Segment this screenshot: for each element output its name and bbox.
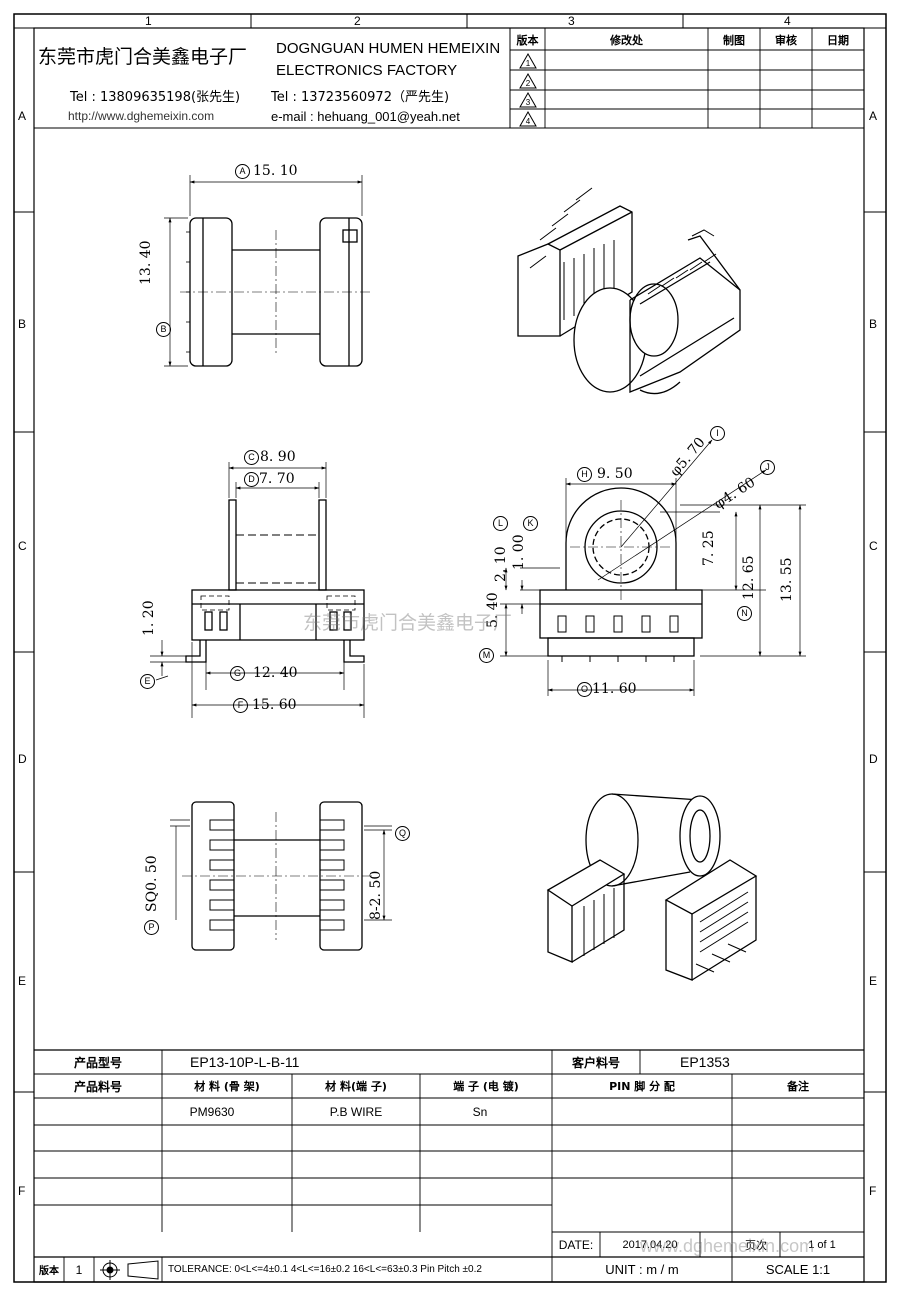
row-label-c: C — [18, 539, 27, 553]
col-label-2: 2 — [354, 14, 361, 28]
dim-marker-o: O — [577, 682, 592, 697]
page-value: 1 of 1 — [808, 1238, 836, 1251]
dim-h-value: 9. 50 — [597, 466, 633, 482]
isometric-view-top — [517, 187, 741, 395]
isometric-view-bottom — [546, 793, 758, 981]
plating-value: Sn — [472, 1104, 488, 1119]
col-label-3: 3 — [568, 14, 575, 28]
email: e-mail : hehuang_001@yeah.net — [271, 109, 460, 124]
col-material-pin: 材 料(端 子) — [325, 1080, 387, 1093]
company-name-en-1: DOGNGUAN HUMEN HEMEIXIN — [276, 40, 501, 57]
row-label-b-right: B — [869, 317, 878, 331]
dim-q-value: 8-2. 50 — [368, 870, 384, 920]
rev-number-2: 2 — [525, 78, 531, 88]
dim-marker-k: K — [523, 516, 538, 531]
col-remark: 备注 — [787, 1080, 809, 1093]
unit-text: UNIT : m / m — [605, 1262, 679, 1277]
col-pin-assign: PIN 脚 分 配 — [609, 1080, 675, 1093]
tolerance-text: TOLERANCE: 0<L<=4±0.1 4<L<=16±0.2 16<L<=… — [168, 1264, 482, 1275]
dim-f-value: 15. 60 — [252, 697, 297, 713]
dim-n-value: 12. 65 — [741, 555, 757, 600]
watermark-url: www.dghemeixin.com — [640, 1236, 815, 1256]
customer-pn-label: 客户料号 — [571, 1055, 620, 1070]
dim-marker-e: E — [140, 674, 155, 689]
dim-c-value: 8. 90 — [260, 449, 296, 465]
footer-version-label: 版本 — [39, 1266, 59, 1277]
dim-marker-l: L — [493, 516, 508, 531]
rev-header-check: 审核 — [775, 33, 797, 47]
row-label-d-right: D — [869, 752, 878, 766]
dim-marker-p: P — [144, 920, 159, 935]
row-label-c-right: C — [869, 539, 878, 553]
row-label-e: E — [18, 974, 27, 988]
dim-marker-m: M — [479, 648, 494, 663]
date-value: 2017.04.20 — [622, 1238, 678, 1251]
dim-e-value: 1. 20 — [141, 600, 157, 636]
dim-a-value: 15. 10 — [253, 163, 298, 179]
dim-b-value: 13. 40 — [138, 240, 154, 285]
date-label: DATE: — [558, 1237, 594, 1252]
technical-drawings — [150, 175, 806, 981]
row-label-e-right: E — [869, 974, 878, 988]
rev-header-version: 版本 — [516, 33, 539, 47]
col-plating: 端 子 (电 镀) — [453, 1080, 519, 1093]
company-name-cn: 东莞市虎门合美鑫电子厂 — [38, 46, 248, 68]
rev-number-1: 1 — [525, 58, 531, 68]
watermark-text: 东莞市虎门合美鑫电子厂 — [303, 612, 513, 634]
dim-o-value: 11. 60 — [592, 681, 637, 697]
dim-l-value: 2. 10 — [493, 546, 509, 582]
projection-symbol — [100, 1260, 159, 1280]
tel-1: Tel : 13809635198(张先生) — [70, 90, 241, 105]
page-label: 页次 — [745, 1238, 767, 1252]
product-model-value: EP13-10P-L-B-11 — [190, 1054, 300, 1070]
dim-marker-f: F — [233, 698, 248, 713]
dim-k-value: 1. 00 — [511, 534, 527, 570]
material-pin-value: P.B WIRE — [329, 1104, 383, 1119]
top-view — [164, 175, 372, 367]
row-label-f: F — [18, 1184, 26, 1198]
rev-number-3: 3 — [525, 97, 531, 107]
tel-2: Tel : 13723560972（严先生) — [271, 90, 450, 105]
side-view — [500, 439, 806, 696]
material-bobbin-value: PM9630 — [189, 1104, 235, 1119]
rev-number-4: 4 — [525, 116, 531, 126]
dim-marker-c: C — [244, 450, 259, 465]
customer-pn-value: EP1353 — [680, 1054, 730, 1070]
website: http://www.dghemeixin.com — [68, 109, 215, 123]
row-label-d: D — [18, 752, 27, 766]
row-label-a-right: A — [869, 109, 878, 123]
scale-text: SCALE 1:1 — [765, 1262, 831, 1277]
dim-marker-b: B — [156, 322, 171, 337]
col-material-bobbin: 材 料 (骨 架) — [194, 1080, 260, 1093]
col-label-4: 4 — [784, 14, 791, 28]
row-label-a: A — [18, 109, 27, 123]
dim-marker-g: G — [230, 666, 245, 681]
product-pn-label: 产品料号 — [73, 1079, 122, 1094]
rev-header-drawn: 制图 — [723, 33, 745, 47]
row-label-b: B — [18, 317, 27, 331]
dim-marker-i: I — [710, 426, 725, 441]
dim-p-value: SQ0. 50 — [144, 855, 160, 912]
footer-version-value: 1 — [75, 1262, 83, 1277]
dim-d-value: 7. 70 — [259, 471, 295, 487]
rev-header-change: 修改处 — [610, 33, 643, 47]
dim-marker-d: D — [244, 472, 259, 487]
bottom-view — [170, 801, 392, 951]
dim-marker-a: A — [235, 164, 250, 179]
rev-header-date: 日期 — [827, 33, 849, 47]
dim-marker-h: H — [577, 467, 592, 482]
dim-marker-n: N — [737, 606, 752, 621]
dim-725-value: 7. 25 — [701, 530, 717, 566]
dim-g-value: 12. 40 — [253, 665, 298, 681]
col-label-1: 1 — [145, 14, 152, 28]
front-view — [150, 462, 365, 718]
company-name-en-2: ELECTRONICS FACTORY — [276, 62, 458, 79]
dim-1355-value: 13. 55 — [779, 557, 795, 602]
product-model-label: 产品型号 — [73, 1055, 122, 1070]
dim-marker-j: J — [760, 460, 775, 475]
row-label-f-right: F — [869, 1184, 877, 1198]
dim-marker-q: Q — [395, 826, 410, 841]
